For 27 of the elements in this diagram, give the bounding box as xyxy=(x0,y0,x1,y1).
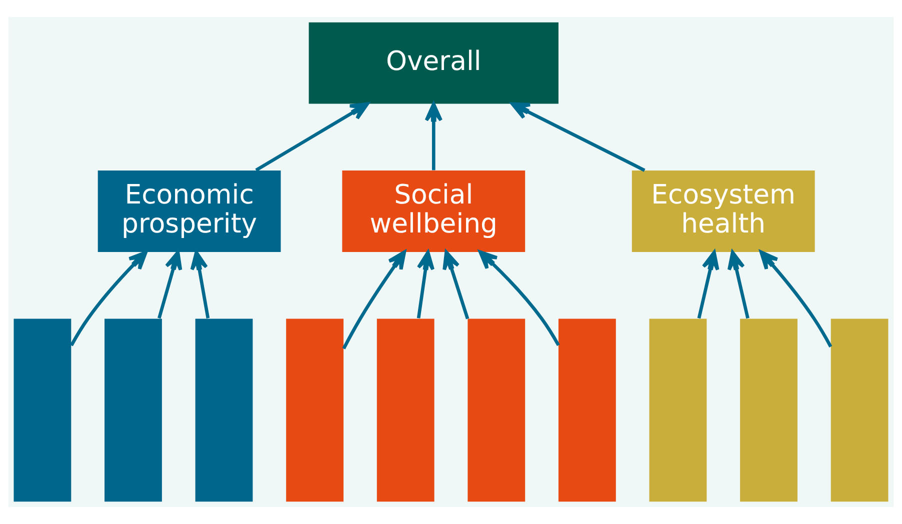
arrow xyxy=(759,250,832,348)
arrow xyxy=(442,250,470,320)
node-box: Economic prosperity xyxy=(98,170,281,252)
arrow xyxy=(255,102,370,172)
arrow xyxy=(424,102,443,170)
node-box: Overall xyxy=(308,22,558,104)
node-bar xyxy=(558,318,616,502)
arrow xyxy=(190,250,210,318)
node-bar xyxy=(468,318,526,502)
node-bar xyxy=(195,318,253,502)
arrow xyxy=(478,250,560,346)
node-bar xyxy=(830,318,888,502)
node-bar xyxy=(376,318,434,502)
arrow xyxy=(158,250,182,319)
node-bar xyxy=(104,318,162,502)
node-box: Ecosystem health xyxy=(632,170,815,252)
node-bar xyxy=(286,318,344,502)
node-bar xyxy=(14,318,72,502)
arrow xyxy=(70,250,148,346)
arrow xyxy=(416,250,434,318)
arrow xyxy=(342,250,406,350)
arrow xyxy=(510,102,646,172)
node-bar xyxy=(649,318,707,502)
arrow xyxy=(697,250,720,319)
arrow xyxy=(728,250,750,319)
node-bar xyxy=(740,318,798,502)
node-box: Social wellbeing xyxy=(342,170,526,252)
